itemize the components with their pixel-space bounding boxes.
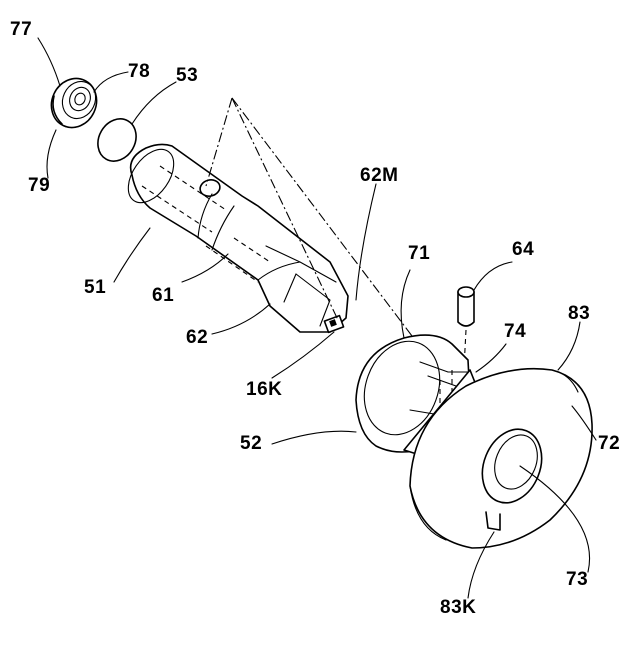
label-62M: 62M	[360, 166, 398, 185]
label-71: 71	[408, 244, 430, 263]
label-72: 72	[598, 434, 620, 453]
label-79: 79	[28, 176, 50, 195]
label-77: 77	[10, 20, 32, 39]
label-64: 64	[512, 240, 534, 259]
label-53: 53	[176, 66, 198, 85]
label-73: 73	[566, 570, 588, 589]
washer-77-78-79	[43, 71, 104, 135]
label-74: 74	[504, 322, 526, 341]
label-62: 62	[186, 328, 208, 347]
label-83: 83	[568, 304, 590, 323]
label-78: 78	[128, 62, 150, 81]
label-51: 51	[84, 278, 106, 297]
label-83K: 83K	[440, 598, 476, 617]
label-61: 61	[152, 286, 174, 305]
label-52: 52	[240, 434, 262, 453]
label-16K: 16K	[246, 380, 282, 399]
cap-52	[352, 331, 592, 548]
